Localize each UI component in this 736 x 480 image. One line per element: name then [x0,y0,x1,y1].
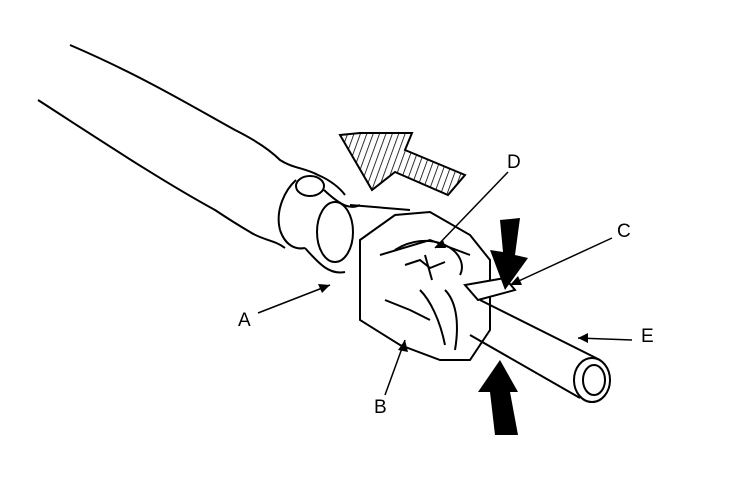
pipe [469,299,611,403]
connector-body [277,175,411,274]
release-tab [463,276,517,302]
leader-arrowheads [318,240,588,352]
leader-a [257,284,331,314]
callout-c: C [617,221,631,242]
squeeze-arrow-top [490,218,528,290]
callout-d: D [507,152,521,173]
leader-d [434,171,509,249]
callout-b: B [374,397,387,418]
retainer-clip [394,239,463,351]
callout-a: A [238,310,251,331]
callout-e: E [641,326,654,347]
leader-c [509,237,613,286]
hose [37,44,346,249]
squeeze-arrow-bottom [478,360,518,435]
direction-arrow [338,132,467,197]
